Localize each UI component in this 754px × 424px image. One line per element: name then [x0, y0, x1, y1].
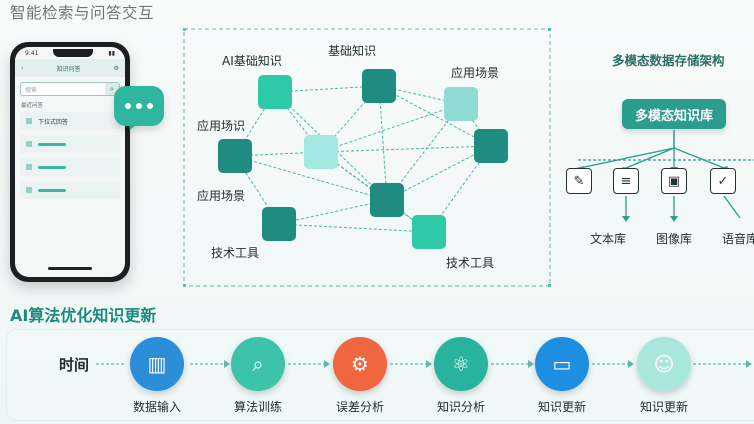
graph-node-label: 基础知识	[328, 44, 377, 58]
page-title: 智能检索与问答交互	[10, 4, 155, 22]
graph-node	[304, 135, 338, 169]
storage-root-node: 多模态知识库	[622, 99, 726, 129]
graph-node	[258, 75, 292, 109]
status-time: 9:41	[25, 49, 39, 57]
list-item[interactable]	[20, 181, 120, 199]
list-item-icon	[26, 141, 32, 147]
graph-node-label: AI基础知识	[222, 54, 282, 68]
search-icon: ⌕	[231, 337, 285, 391]
list-item-label: 下拉式回答	[38, 118, 69, 126]
list-item-placeholder-bar	[38, 142, 66, 146]
graph-edge	[378, 85, 388, 201]
graph-edge	[278, 199, 388, 225]
pipeline-step-label: 误差分析	[335, 400, 384, 414]
list-item-placeholder-bar	[38, 188, 66, 192]
phone-search-placeholder: 搜索	[25, 86, 38, 94]
graph-edge	[378, 85, 492, 147]
list-item[interactable]	[20, 135, 120, 153]
back-icon[interactable]: ‹	[21, 64, 24, 72]
phone-notch	[53, 49, 94, 57]
graph-frame-border	[183, 28, 551, 287]
bar-chart-icon: ▥	[130, 337, 184, 391]
graph-node	[218, 139, 252, 173]
graph-edge	[386, 199, 430, 233]
graph-corner-handle	[183, 28, 186, 31]
network-icon: ⚛	[434, 337, 488, 391]
phone-screen: 9:41 ▮▮ ‹ 知识问答 ⚙ 搜索 ⌕ 最近问答 下拉式回答	[15, 47, 125, 277]
graph-node-label: 技术工具	[211, 246, 260, 260]
graph-edge	[234, 155, 388, 201]
status-signal-icon: ▮▮	[108, 49, 115, 57]
graph-node	[370, 183, 404, 217]
analysis-icon: ⚙	[333, 337, 387, 391]
graph-edge	[378, 85, 462, 105]
graph-node	[262, 207, 296, 241]
graph-corner-handle	[183, 284, 186, 287]
graph-node	[474, 129, 508, 163]
graph-edge	[386, 145, 492, 201]
storage-child-label: 语音库	[722, 232, 754, 246]
graph-node-label: 应用场识	[197, 119, 246, 133]
graph-node	[362, 69, 396, 103]
storage-child-label: 图像库	[656, 232, 693, 246]
graph-node	[412, 215, 446, 249]
phone-search-input[interactable]: 搜索 ⌕	[20, 82, 120, 96]
user-check-icon: ☺	[637, 337, 691, 391]
storage-sub-connectors	[622, 196, 741, 222]
graph-node-label: 应用场景	[197, 189, 246, 203]
pipeline-arrows	[96, 360, 752, 368]
phone-section-label: 最近问答	[21, 103, 44, 109]
graph-edge	[278, 223, 430, 233]
pipeline-step-label: 知识分析	[436, 400, 485, 414]
edit-document-icon: ✎	[566, 168, 592, 194]
list-item[interactable]: 下拉式回答	[20, 112, 120, 130]
list-item-icon	[26, 118, 32, 124]
phone-mockup: 9:41 ▮▮ ‹ 知识问答 ⚙ 搜索 ⌕ 最近问答 下拉式回答	[10, 42, 130, 282]
list-item[interactable]	[20, 158, 120, 176]
phone-home-indicator	[48, 267, 92, 270]
pipeline-step-label: 数据输入	[132, 400, 181, 414]
chat-bubble-icon	[114, 86, 164, 126]
phone-header: ‹ 知识问答 ⚙	[15, 59, 125, 77]
graph-corner-handle	[548, 28, 551, 31]
text-document-icon: ≡	[613, 168, 639, 194]
phone-header-title: 知识问答	[56, 65, 81, 73]
settings-icon[interactable]: ⚙	[113, 64, 119, 72]
list-item-placeholder-bar	[38, 165, 66, 169]
pipeline-step-label: 知识更新	[639, 400, 688, 414]
time-axis-label: 时间	[59, 356, 90, 374]
pipeline-step-label: 知识更新	[537, 400, 586, 414]
graph-corner-handle	[548, 284, 551, 287]
phone-status-bar: 9:41 ▮▮	[15, 47, 125, 59]
graph-edge	[320, 145, 492, 153]
voice-chat-icon: ✓	[710, 168, 736, 194]
image-icon: ▣	[661, 168, 687, 194]
graph-node-label: 技术工具	[446, 256, 495, 270]
knowledge-graph	[183, 28, 551, 287]
list-item-icon	[26, 164, 32, 170]
graph-node-label: 应用场景	[451, 66, 500, 80]
pipeline-step-label: 算法训练	[233, 400, 282, 414]
storage-child-label: 文本库	[590, 232, 627, 246]
monitor-icon: ▭	[535, 337, 589, 391]
list-item-icon	[26, 187, 32, 193]
storage-title: 多模态数据存储架构	[612, 53, 725, 68]
graph-node	[444, 87, 478, 121]
graph-edge	[274, 85, 380, 93]
pipeline-title: AI算法优化知识更新	[10, 306, 157, 325]
graph-edge	[460, 103, 492, 147]
graph-nodes	[218, 69, 508, 249]
